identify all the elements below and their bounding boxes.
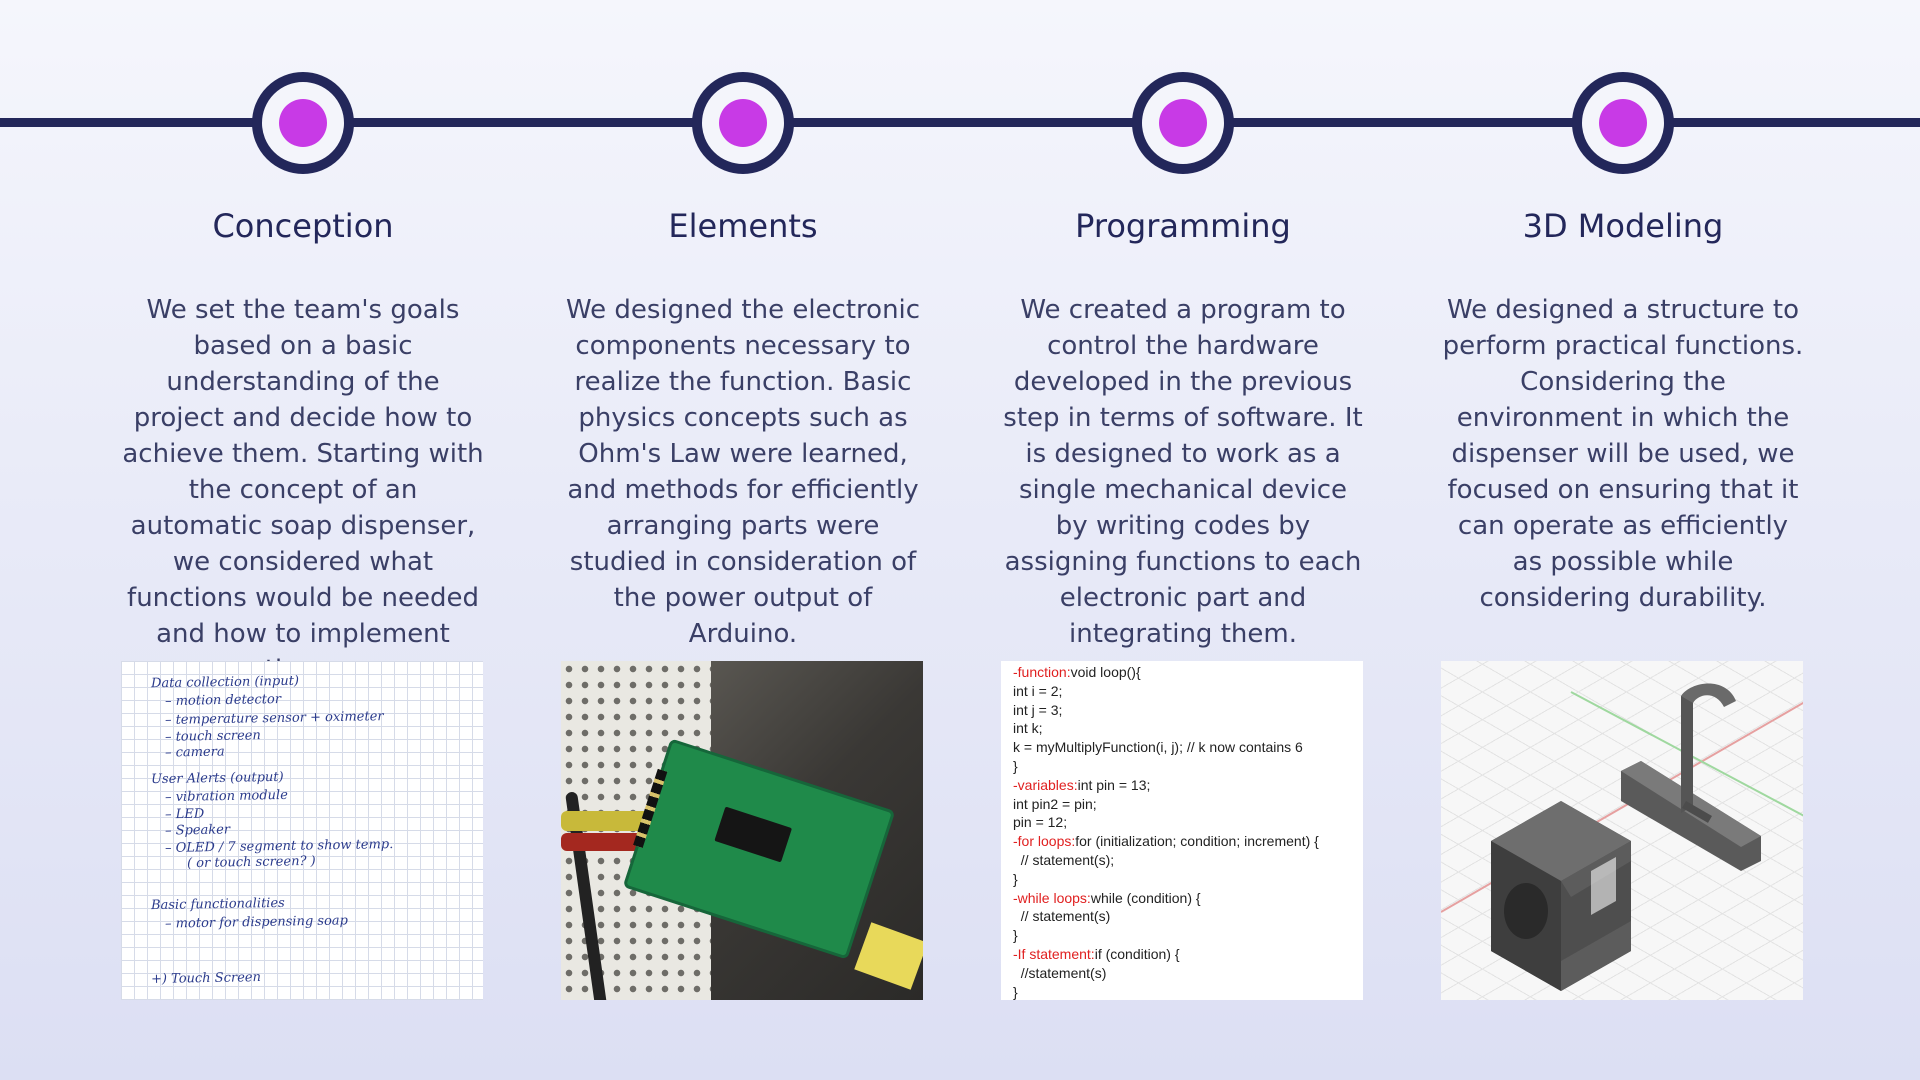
- step-description: We designed the electronic components ne…: [565, 295, 921, 649]
- note-line: – Speaker: [164, 822, 231, 839]
- step-conception: Conception We set the team's goals based…: [121, 200, 485, 688]
- code-line: -for loops:for (initialization; conditio…: [1013, 833, 1319, 850]
- step-title: Elements: [668, 207, 818, 245]
- code-line: -variables:int pin = 13;: [1013, 776, 1151, 793]
- model-render-image: [1441, 661, 1803, 1000]
- timeline-node-conception: [252, 72, 354, 174]
- step-title: Conception: [212, 207, 394, 245]
- note-line: Basic functionalities: [150, 895, 285, 914]
- note-line: Data collection (input): [150, 673, 300, 692]
- timeline-dot: [719, 99, 767, 147]
- note-line: ( or touch screen? ): [186, 853, 316, 872]
- timeline-dot: [1599, 99, 1647, 147]
- code-line: }: [1013, 870, 1018, 887]
- code-line: k = myMultiplyFunction(i, j); // k now c…: [1013, 739, 1303, 756]
- note-line: – motor for dispensing soap: [164, 913, 349, 932]
- step-description: We set the team's goals based on a basic…: [122, 295, 484, 685]
- note-line: – vibration module: [164, 787, 288, 806]
- code-image: -function:void loop(){ int i = 2; int j …: [1001, 661, 1363, 1000]
- code-line: }: [1013, 927, 1018, 944]
- note-line: User Alerts (output): [150, 769, 284, 788]
- code-line: pin = 12;: [1013, 814, 1068, 831]
- note-line: – touch screen: [164, 728, 261, 745]
- timeline-dot: [279, 99, 327, 147]
- code-line: -function:void loop(){: [1013, 664, 1141, 680]
- 3d-model-icon: [1491, 683, 1761, 991]
- step-description: We created a program to control the hard…: [1003, 295, 1363, 649]
- code-line: int pin2 = pin;: [1013, 795, 1097, 812]
- timeline-node-programming: [1132, 72, 1234, 174]
- step-elements: Elements We designed the electronic comp…: [561, 200, 925, 652]
- code-line: -while loops:while (condition) {: [1013, 889, 1201, 906]
- code-line: // statement(s): [1013, 908, 1111, 925]
- wire: [561, 833, 651, 851]
- step-title: Programming: [1075, 207, 1291, 245]
- arm-post: [1681, 689, 1693, 813]
- timeline-line: [0, 118, 1920, 127]
- timeline-dot: [1159, 99, 1207, 147]
- code-line: }: [1013, 983, 1018, 1000]
- note-line: – camera: [164, 744, 225, 761]
- code-line: int i = 2;: [1013, 682, 1063, 699]
- step-3d-modeling: 3D Modeling We designed a structure to p…: [1441, 200, 1805, 616]
- step-description: We designed a structure to perform pract…: [1442, 295, 1804, 613]
- note-line: – LED: [164, 806, 205, 823]
- note-line: – temperature sensor + oximeter: [164, 709, 384, 728]
- code-line: // statement(s);: [1013, 851, 1115, 868]
- step-title: 3D Modeling: [1522, 207, 1724, 245]
- wire: [561, 811, 651, 831]
- sticky-note: [854, 922, 923, 990]
- code-line: //statement(s): [1013, 964, 1107, 981]
- code-line: -If statement:if (condition) {: [1013, 945, 1180, 962]
- note-line: – OLED / 7 segment to show temp.: [164, 837, 394, 856]
- note-line: – motion detector: [164, 691, 282, 710]
- code-line: int j = 3;: [1013, 701, 1063, 718]
- box-hole: [1504, 883, 1548, 939]
- code-line: int k;: [1013, 720, 1043, 737]
- note-line: +) Touch Screen: [150, 970, 262, 987]
- code-line: }: [1013, 757, 1018, 774]
- step-programming: Programming We created a program to cont…: [1001, 200, 1365, 652]
- box-foot: [1561, 921, 1631, 991]
- box-slot: [1591, 857, 1616, 915]
- arm-hook: [1681, 683, 1736, 707]
- notes-image: Data collection (input) – motion detecto…: [121, 661, 483, 1000]
- circuit-photo: [561, 661, 923, 1000]
- arm-joint: [1682, 801, 1712, 823]
- chip: [714, 806, 793, 863]
- timeline-node-3d-modeling: [1572, 72, 1674, 174]
- timeline-node-elements: [692, 72, 794, 174]
